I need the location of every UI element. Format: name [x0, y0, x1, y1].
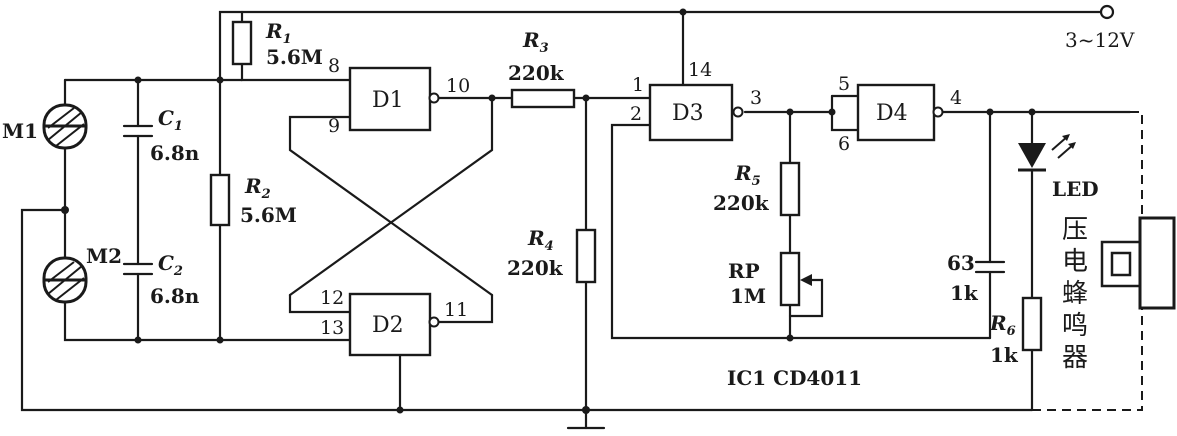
rp-body	[779, 251, 801, 307]
c2-label: C2	[158, 251, 183, 279]
ic-label: IC1 CD4011	[727, 366, 862, 390]
d1-pin9: 9	[328, 115, 340, 137]
c1-value: 6.8n	[150, 141, 200, 165]
gate-d4: D4	[856, 83, 944, 142]
r4-value: 220k	[507, 256, 564, 280]
d2-pin12: 12	[320, 287, 344, 309]
d4-pin6: 6	[838, 133, 850, 155]
svg-text:鸣: 鸣	[1062, 311, 1088, 341]
r3-value: 220k	[508, 61, 565, 85]
d3-pin1: 1	[632, 74, 644, 96]
junction-dots	[61, 8, 1036, 414]
svg-text:电: 电	[1062, 247, 1088, 277]
r2-body	[209, 173, 231, 227]
gate-d3: D3	[648, 83, 744, 142]
svg-text:压: 压	[1062, 215, 1088, 245]
buzzer-icon	[1100, 216, 1176, 310]
r5-label: R5	[734, 161, 761, 189]
r4-label: R4	[527, 226, 554, 254]
gate-d1: D1	[348, 66, 440, 132]
svg-text:器: 器	[1062, 343, 1088, 373]
c1-label: C1	[158, 106, 183, 134]
r3-body	[510, 88, 576, 109]
r6-value: 1k	[990, 343, 1019, 367]
gate-d2: D2	[348, 292, 440, 357]
rp-label: RP	[728, 259, 760, 283]
c2-plates	[122, 262, 154, 276]
svg-text:D3: D3	[672, 101, 704, 126]
r2-label: R2	[244, 174, 271, 202]
svg-text:D4: D4	[876, 101, 908, 126]
led-label: LED	[1052, 177, 1099, 201]
led-icon	[1018, 134, 1076, 172]
r6-body	[1021, 296, 1043, 352]
r2-value: 5.6M	[240, 203, 297, 227]
buzzer-lead-bottom	[1032, 300, 1143, 411]
r6-label: R6	[989, 311, 1016, 339]
c1-plates	[122, 124, 154, 138]
rp-value: 1M	[730, 284, 766, 308]
d3-pin14: 14	[688, 59, 712, 81]
d4-pin4: 4	[950, 87, 962, 109]
r1-value: 5.6M	[266, 45, 323, 69]
d4-pin5: 5	[838, 73, 850, 95]
supply-label: 3~12V	[1065, 28, 1135, 52]
d3-pin2: 2	[630, 103, 642, 125]
d1-pin8: 8	[328, 55, 340, 77]
r5-value: 220k	[713, 191, 770, 215]
r3-label: R3	[522, 28, 549, 56]
m2-label: M2	[86, 244, 122, 268]
d2-pin13: 13	[320, 317, 344, 339]
m1-label: M1	[2, 119, 38, 143]
d2-pin11: 11	[444, 299, 468, 321]
r1-label: R1	[265, 19, 292, 47]
r1-body	[231, 20, 253, 66]
c3-value2: 1k	[950, 281, 979, 305]
svg-text:D1: D1	[372, 88, 404, 113]
r4-body	[575, 228, 597, 284]
buzzer-label: 压 电 蜂 鸣 器	[1062, 215, 1088, 373]
rp-wiper-arrow	[800, 274, 812, 286]
svg-text:蜂: 蜂	[1062, 279, 1088, 309]
m2-microphone-icon	[42, 256, 88, 304]
m1-microphone-icon	[42, 103, 88, 150]
c3-plates	[974, 260, 1006, 274]
d3-pin3: 3	[750, 87, 762, 109]
wires	[20, 10, 1132, 430]
buzzer-lead-top	[1130, 111, 1143, 230]
c2-value: 6.8n	[150, 284, 200, 308]
svg-text:D2: D2	[372, 313, 404, 338]
r5-body	[779, 161, 801, 217]
supply-terminal	[1099, 4, 1115, 20]
c3-value: 63	[947, 251, 975, 275]
d1-pin10: 10	[446, 75, 470, 97]
